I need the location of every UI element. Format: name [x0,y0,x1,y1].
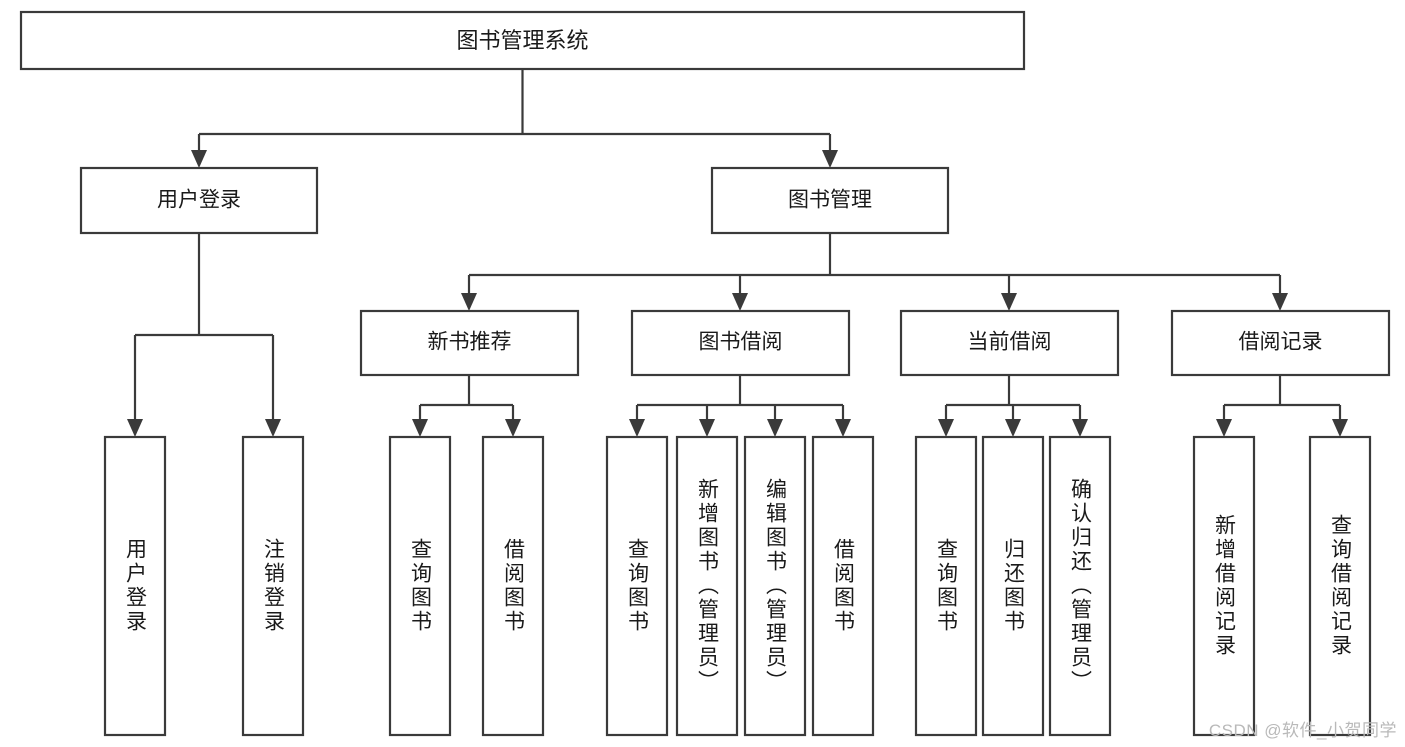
node-book-borrow[interactable]: 图书借阅 [630,309,851,377]
arrow-head-borrow-record [1272,293,1288,311]
leaf-box-bb-1[interactable] [605,435,669,737]
leaf-box-nbr-2[interactable] [481,435,545,737]
leaf-box-bb-3[interactable] [743,435,807,737]
node-user-login[interactable]: 用户登录 [79,166,319,235]
arrow-head-leaf-cb-1 [938,419,954,437]
node-box-borrow-record[interactable] [1170,309,1391,377]
csdn-watermark: CSDN @软件_小贺同学 [1208,721,1397,740]
leaf-box-br-2[interactable] [1308,435,1372,737]
arrow-head-leaf-nbr-1 [412,419,428,437]
node-label-book-management: 图书管理 [788,189,872,212]
leaf-box-cb-1[interactable] [914,435,978,737]
leaf-box-bb-4[interactable] [811,435,875,737]
leaf-box-br-1[interactable] [1192,435,1256,737]
node-root-system[interactable]: 图书管理系统 [19,10,1026,71]
node-box-current-borrow[interactable] [899,309,1120,377]
node-label-root: 图书管理系统 [456,28,588,53]
arrow-head-leaf-cb-2 [1005,419,1021,437]
arrow-head-leaf-br-2 [1332,419,1348,437]
node-label-borrow-record: 借阅记录 [1239,331,1323,354]
node-borrow-record[interactable]: 借阅记录 [1170,309,1391,377]
node-box-book-management[interactable] [710,166,950,235]
arrow-head-leaf-cb-3 [1072,419,1088,437]
node-label-book-borrow: 图书借阅 [699,331,783,354]
arrow-head-leaf-user-login-1 [127,419,143,437]
arrow-head-leaf-nbr-2 [505,419,521,437]
node-book-management[interactable]: 图书管理 [710,166,950,235]
leaf-box-cb-3[interactable] [1048,435,1112,737]
node-box-new-book-recommend[interactable] [359,309,580,377]
node-new-book-recommend[interactable]: 新书推荐 [359,309,580,377]
arrow-head-new-book-recommend [461,293,477,311]
connectors-borrow-record-to-leaves [1216,375,1348,437]
leaf-boxes [103,435,1372,737]
arrow-head-book-borrow [732,293,748,311]
node-box-root[interactable] [19,10,1026,71]
connectors-user-login-to-leaves [127,233,281,437]
node-label-new-book-recommend: 新书推荐 [428,331,512,354]
leaf-box-bb-2[interactable] [675,435,739,737]
arrow-head-leaf-bb-1 [629,419,645,437]
connectors-root-to-level2 [191,69,838,168]
leaf-box-nbr-1[interactable] [388,435,452,737]
node-label-user-login: 用户登录 [157,189,241,212]
arrow-head-leaf-bb-2 [699,419,715,437]
arrow-head-leaf-bb-4 [835,419,851,437]
connectors-new-book-recommend-to-leaves [412,375,521,437]
node-box-book-borrow[interactable] [630,309,851,377]
arrow-head-leaf-bb-3 [767,419,783,437]
arrow-head-current-borrow [1001,293,1017,311]
arrow-head-leaf-user-login-2 [265,419,281,437]
leaf-box-user-login-2[interactable] [241,435,305,737]
arrow-head-book-mgmt [822,150,838,168]
node-label-current-borrow: 当前借阅 [968,331,1052,354]
node-current-borrow[interactable]: 当前借阅 [899,309,1120,377]
leaf-box-user-login-1[interactable] [103,435,167,737]
node-box-user-login[interactable] [79,166,319,235]
arrow-head-leaf-br-1 [1216,419,1232,437]
arrow-head-user-login [191,150,207,168]
leaf-box-cb-2[interactable] [981,435,1045,737]
connectors-book-borrow-to-leaves [629,375,851,437]
connectors-current-borrow-to-leaves [938,375,1088,437]
connectors-book-mgmt-to-level3 [461,233,1288,311]
